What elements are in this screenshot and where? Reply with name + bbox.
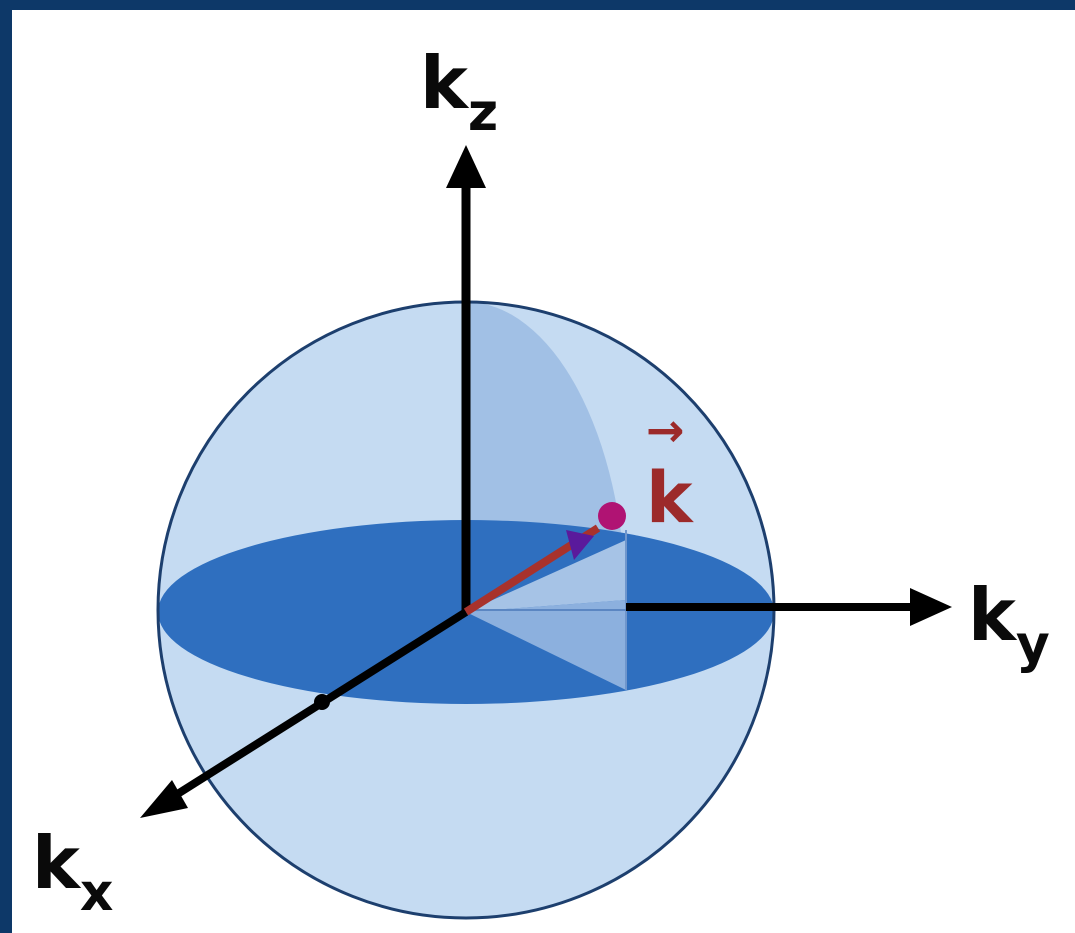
horizontal-wedge [466,600,626,690]
kx-tick-dot [314,694,330,710]
k-vector-tip [598,502,626,530]
k-vector-arrow-glyph: → [646,403,685,457]
kz-label: kz [420,41,498,143]
kx-label: kx [32,821,113,923]
horizontal-wedge-top [466,540,626,612]
kx-arrowhead [140,780,188,818]
ky-label: ky [968,573,1050,675]
k-vector-label: k [646,457,694,539]
kz-arrowhead [446,145,486,188]
k-vector-marker [566,530,594,560]
ky-arrowhead [910,588,952,626]
